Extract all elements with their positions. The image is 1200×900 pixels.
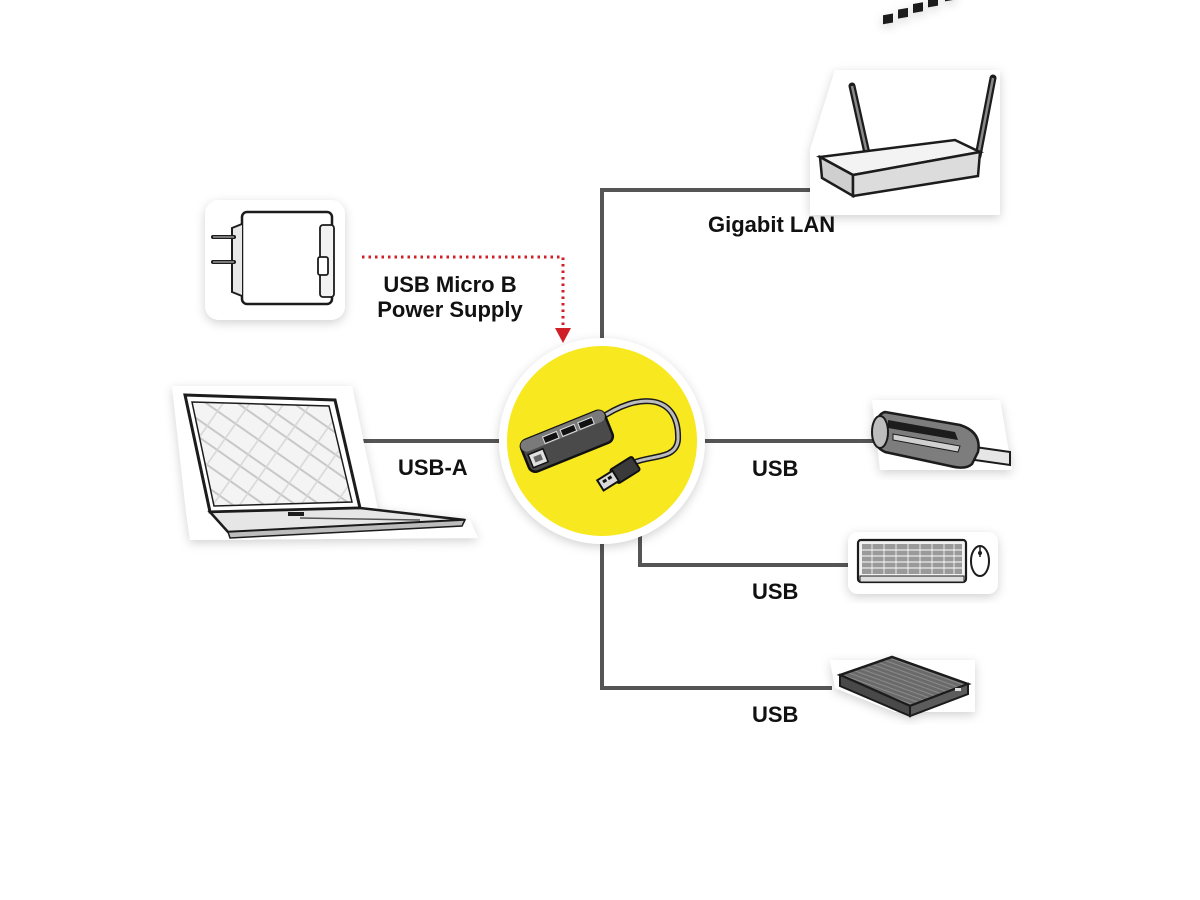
connector-lines (358, 188, 877, 690)
label-card-reader: USB (752, 456, 799, 481)
usb-hub (499, 338, 705, 544)
router-icon (816, 0, 997, 199)
power-adapter (205, 200, 345, 320)
laptop (172, 386, 478, 540)
router (810, 0, 1000, 215)
external-hdd (830, 655, 975, 718)
card-reader-icon (871, 410, 1011, 469)
label-power-line1: USB Micro B (383, 272, 517, 297)
label-router: Gigabit LAN (708, 212, 836, 237)
card-reader (871, 400, 1012, 470)
line-router (600, 188, 822, 352)
power-arrow (362, 255, 571, 343)
line-keyboard (638, 528, 850, 567)
external-hdd-icon (836, 655, 972, 718)
keyboard-mouse (848, 532, 998, 594)
label-power-line2: Power Supply (377, 297, 523, 323)
usb-hub-icon (519, 398, 682, 492)
label-laptop: USB-A (398, 455, 468, 480)
label-power-supply: USB Micro B Power Supply (360, 272, 540, 323)
line-hdd (600, 533, 832, 690)
label-hdd: USB (752, 702, 799, 727)
power-adapter-icon (211, 210, 335, 306)
keyboard-mouse-icon (856, 538, 990, 584)
label-keyboard: USB (752, 579, 799, 604)
laptop-icon (183, 393, 467, 539)
